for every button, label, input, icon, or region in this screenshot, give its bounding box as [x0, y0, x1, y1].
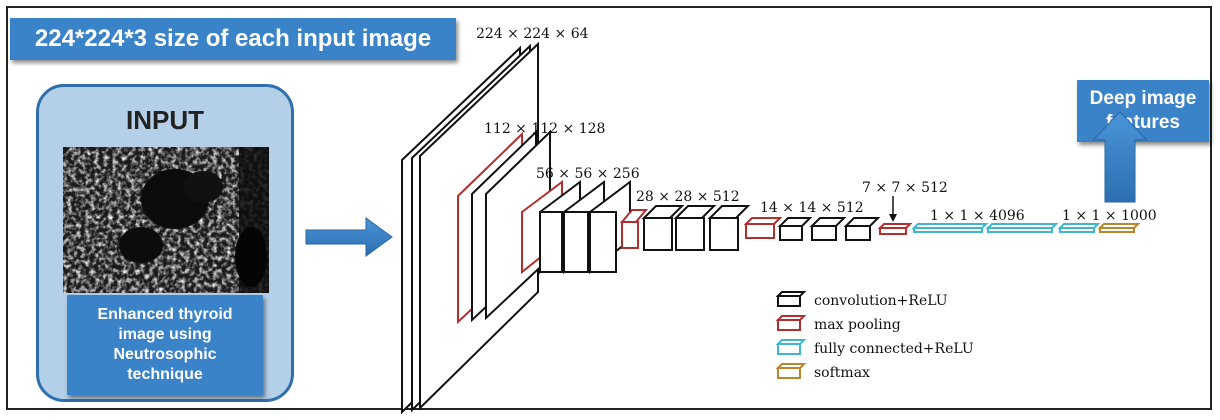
fc-layers [914, 224, 1098, 232]
legend-item-fully-connected [778, 340, 804, 354]
legend-label-convolution: convolution+ReLU [814, 293, 948, 309]
dim-label-conv5: 14 × 14 × 512 [760, 200, 864, 216]
legend [778, 292, 804, 378]
legend-label-max-pooling: max pooling [814, 317, 901, 333]
conv4-block [622, 206, 748, 250]
dim-label-conv4: 28 × 28 × 512 [636, 189, 740, 205]
pool5-block [880, 224, 910, 234]
conv5-block [746, 218, 878, 240]
legend-label-softmax: softmax [814, 365, 870, 381]
dim-label-conv3: 56 × 56 × 256 [536, 166, 640, 182]
legend-item-max-pooling [778, 316, 804, 330]
dim-label-conv2: 112 × 112 × 128 [484, 121, 605, 137]
softmax-layer [1100, 224, 1138, 232]
dim-label-fc1: 1 × 1 × 4096 [930, 208, 1025, 224]
conv3-faces [540, 212, 616, 272]
output-arrow [1093, 112, 1147, 202]
legend-label-fully-connected: fully connected+ReLU [814, 341, 974, 357]
input-arrow [306, 218, 392, 256]
legend-item-softmax [778, 364, 804, 378]
dim-label-pool5: 7 × 7 × 512 [862, 180, 948, 196]
legend-item-convolution [778, 292, 804, 306]
dim-label-conv1: 224 × 224 × 64 [476, 26, 589, 42]
dim-label-fc3: 1 × 1 × 1000 [1062, 208, 1157, 224]
